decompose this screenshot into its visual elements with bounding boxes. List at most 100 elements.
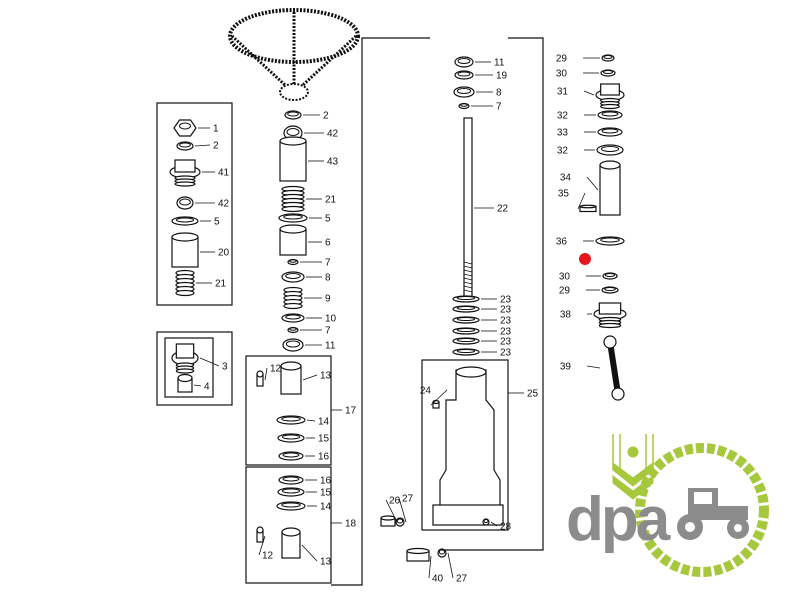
part-8 <box>281 271 305 283</box>
part-16 <box>278 451 304 461</box>
callout-label: 17 <box>345 406 357 417</box>
subassembly-box-17 <box>245 355 332 466</box>
callout-label: 2 <box>213 141 219 152</box>
callout-label: 21 <box>215 279 227 290</box>
part-29 <box>601 286 619 294</box>
part-23 <box>452 316 480 324</box>
part-23 <box>452 337 480 345</box>
callout-label: 31 <box>557 87 569 98</box>
logo-gear-ring <box>635 443 769 577</box>
callout-label: 41 <box>218 168 230 179</box>
callout-label: 19 <box>496 71 508 82</box>
callout-label: 29 <box>559 286 571 297</box>
callout-label: 9 <box>325 294 331 305</box>
part-20 <box>171 232 199 268</box>
callout-label: 7 <box>325 258 331 269</box>
callout-label: 42 <box>327 129 339 140</box>
callout-label: 43 <box>327 157 339 168</box>
subassembly-box-3 <box>156 331 233 406</box>
part-34 <box>599 160 621 216</box>
part-16 <box>278 475 304 485</box>
callout-label: 27 <box>402 494 414 505</box>
leader-line <box>398 497 407 523</box>
callout-label: 23 <box>500 305 512 316</box>
steering-housing <box>439 369 501 516</box>
part-12 <box>256 526 264 543</box>
part-13 <box>281 527 301 559</box>
callout-label: 23 <box>500 295 512 306</box>
tractor-icon <box>677 488 749 540</box>
subassembly-box-valve <box>156 102 233 306</box>
callout-label: 38 <box>560 310 572 321</box>
callout-label: 33 <box>557 128 569 139</box>
part-36 <box>595 236 625 246</box>
leader-line <box>302 374 318 381</box>
leader-line <box>306 419 316 422</box>
leader-line <box>490 521 498 527</box>
callout-label: 13 <box>320 557 332 568</box>
callout-label: 29 <box>556 54 568 65</box>
leader-line <box>586 365 601 369</box>
callout-label: 16 <box>318 452 330 463</box>
part-24 <box>432 399 440 409</box>
part-15 <box>277 433 305 443</box>
callout-label: 8 <box>496 88 502 99</box>
part-23 <box>452 305 480 313</box>
callout-label: 11 <box>494 58 505 69</box>
part-14 <box>276 501 306 511</box>
wheat-icon <box>612 434 654 500</box>
part-22 <box>463 117 473 299</box>
part-26 <box>380 515 396 527</box>
part-21 <box>281 185 305 213</box>
part-33 <box>597 127 623 137</box>
part-7 <box>287 258 299 266</box>
callout-label: 22 <box>497 204 509 215</box>
callout-label: 4 <box>204 382 210 393</box>
part-4 <box>177 373 193 393</box>
part-7 <box>287 326 299 334</box>
leader-line <box>264 367 268 381</box>
logo-text: dpa <box>566 485 671 554</box>
callout-label: 10 <box>325 314 337 325</box>
leader-line <box>199 357 220 367</box>
part-5 <box>171 216 199 226</box>
part-12 <box>256 370 264 387</box>
callout-label: 42 <box>218 199 230 210</box>
callout-label: 1 <box>213 124 219 135</box>
part-38 <box>593 302 627 329</box>
callout-label: 18 <box>345 519 357 530</box>
callout-label: 34 <box>560 173 572 184</box>
part-1 <box>173 119 197 137</box>
part-11 <box>282 338 304 352</box>
part-27 <box>395 517 405 527</box>
callout-label: 32 <box>557 111 569 122</box>
part-30 <box>602 272 618 280</box>
part-35 <box>579 204 597 213</box>
part-10 <box>281 313 305 323</box>
callout-label: 23 <box>500 348 512 359</box>
part-41 <box>169 159 201 187</box>
leader-line <box>447 552 454 579</box>
callout-label: 23 <box>500 316 512 327</box>
callout-label: 5 <box>214 217 220 228</box>
callout-label: 5 <box>325 214 331 225</box>
part-42 <box>283 125 303 141</box>
part-40 <box>406 547 430 562</box>
callout-label: 7 <box>496 102 502 113</box>
callout-label: 39 <box>560 362 572 373</box>
part-11 <box>454 56 474 68</box>
callout-label: 24 <box>420 386 432 397</box>
part-8 <box>453 86 475 98</box>
part-13 <box>280 361 302 395</box>
callout-label: 8 <box>325 273 331 284</box>
callout-label: 13 <box>320 371 332 382</box>
part-30 <box>600 69 616 77</box>
callout-label: 15 <box>320 488 332 499</box>
callout-label: 14 <box>318 417 330 428</box>
dpa-logo: dpa <box>566 434 769 577</box>
callout-label: 15 <box>318 434 330 445</box>
part-31 <box>595 83 625 110</box>
callout-label: 16 <box>320 476 332 487</box>
part-9 <box>283 286 303 310</box>
callout-label: 21 <box>325 195 337 206</box>
